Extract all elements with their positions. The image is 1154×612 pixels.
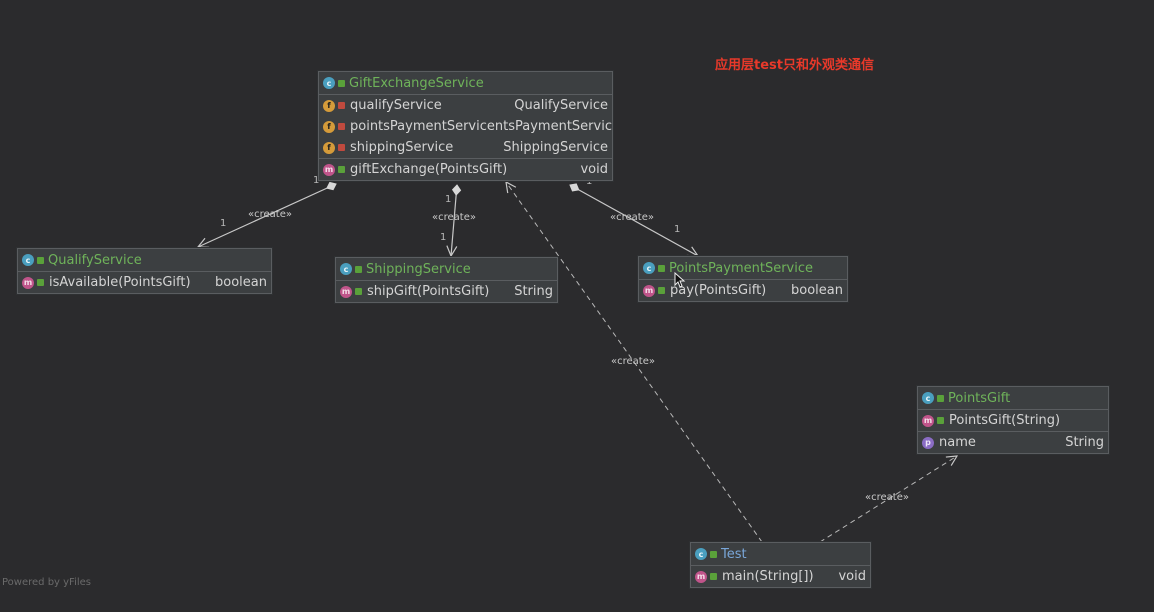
property-type: String <box>1065 435 1104 450</box>
public-visibility-icon <box>355 265 362 273</box>
public-visibility-icon <box>338 79 345 87</box>
class-icon: c <box>695 548 707 560</box>
method-icon: m <box>22 276 34 289</box>
method-row[interactable]: m shipGift(PointsGift) String <box>336 281 557 302</box>
class-icon: c <box>323 77 335 89</box>
constructor-name: PointsGift(String) <box>949 413 1061 428</box>
multiplicity-label: 1 <box>674 224 681 235</box>
method-icon: m <box>340 285 352 298</box>
method-return-type: String <box>514 284 553 299</box>
private-visibility-icon <box>338 144 345 151</box>
method-return-type: boolean <box>791 283 843 298</box>
multiplicity-label: 1 <box>313 175 320 186</box>
create-label-qualify: «create» <box>248 209 292 220</box>
field-type: ShippingService <box>503 140 608 155</box>
class-points-payment-service[interactable]: c PointsPaymentService m pay(PointsGift)… <box>638 256 848 302</box>
class-icon: c <box>22 254 34 266</box>
field-icon: f <box>323 141 335 154</box>
class-header[interactable]: c Test <box>691 543 870 566</box>
public-visibility-icon <box>37 279 44 286</box>
class-shipping-service[interactable]: c ShippingService m shipGift(PointsGift)… <box>335 257 558 303</box>
method-name: shipGift(PointsGift) <box>367 284 490 299</box>
public-visibility-icon <box>937 417 944 424</box>
method-icon: m <box>643 284 655 297</box>
private-visibility-icon <box>338 123 345 130</box>
method-icon: m <box>922 414 934 427</box>
create-label-test-gift-exchange: «create» <box>611 356 655 367</box>
field-name: qualifyService <box>350 98 442 113</box>
public-visibility-icon <box>355 288 362 295</box>
create-label-shipping: «create» <box>432 212 476 223</box>
class-qualify-service[interactable]: c QualifyService m isAvailable(PointsGif… <box>17 248 272 294</box>
public-visibility-icon <box>710 550 717 558</box>
property-row[interactable]: p name String <box>918 431 1108 453</box>
class-header[interactable]: c ShippingService <box>336 258 557 281</box>
class-name: Test <box>721 546 747 562</box>
multiplicity-label: 1 <box>586 176 593 187</box>
annotation-note: 应用层test只和外观类通信 <box>715 58 874 73</box>
edge-shipping-service <box>451 185 457 256</box>
multiplicity-label: 1 <box>440 232 447 243</box>
class-test[interactable]: c Test m main(String[]) void <box>690 542 871 588</box>
field-icon: f <box>323 120 335 133</box>
method-return-type: void <box>838 569 866 584</box>
method-icon: m <box>695 570 707 583</box>
method-return-type: void <box>580 162 608 177</box>
field-type: QualifyService <box>514 98 608 113</box>
public-visibility-icon <box>37 256 44 264</box>
class-gift-exchange-service[interactable]: c GiftExchangeService f qualifyService Q… <box>318 71 613 181</box>
class-header[interactable]: c PointsGift <box>918 387 1108 410</box>
field-name: shippingService <box>350 140 454 155</box>
create-label-test-points-gift: «create» <box>865 492 909 503</box>
class-header[interactable]: c PointsPaymentService <box>639 257 847 280</box>
class-name: QualifyService <box>48 252 142 268</box>
private-visibility-icon <box>338 102 345 109</box>
multiplicity-label: 1 <box>220 218 227 229</box>
class-icon: c <box>922 392 934 404</box>
method-row[interactable]: m isAvailable(PointsGift) boolean <box>18 272 271 293</box>
class-name: ShippingService <box>366 261 471 277</box>
field-row[interactable]: f pointsPaymentService ntsPaymentService <box>319 116 612 137</box>
public-visibility-icon <box>937 394 944 402</box>
method-name: giftExchange(PointsGift) <box>350 162 508 177</box>
property-icon: p <box>922 436 934 449</box>
class-points-gift[interactable]: c PointsGift m PointsGift(String) p name… <box>917 386 1109 454</box>
method-name: isAvailable(PointsGift) <box>49 275 191 290</box>
field-name: pointsPaymentService <box>350 119 495 134</box>
class-header[interactable]: c QualifyService <box>18 249 271 272</box>
method-name: pay(PointsGift) <box>670 283 767 298</box>
property-name: name <box>939 435 976 450</box>
method-name: main(String[]) <box>722 569 814 584</box>
class-name: GiftExchangeService <box>349 75 484 91</box>
method-icon: m <box>323 163 335 176</box>
public-visibility-icon <box>658 264 665 272</box>
mouse-cursor-icon <box>674 272 686 288</box>
field-type: ntsPaymentService <box>494 119 612 134</box>
class-icon: c <box>340 263 352 275</box>
field-row[interactable]: f shippingService ShippingService <box>319 137 612 158</box>
edge-test-to-gift-exchange <box>506 182 763 543</box>
method-row[interactable]: m giftExchange(PointsGift) void <box>319 158 612 180</box>
public-visibility-icon <box>338 166 345 173</box>
class-name: PointsPaymentService <box>669 260 814 276</box>
class-header[interactable]: c GiftExchangeService <box>319 72 612 95</box>
constructor-row[interactable]: m PointsGift(String) <box>918 410 1108 431</box>
edge-qualify-service <box>198 184 336 247</box>
public-visibility-icon <box>658 287 665 294</box>
class-name: PointsGift <box>948 390 1011 406</box>
class-icon: c <box>643 262 655 274</box>
field-icon: f <box>323 99 335 112</box>
method-row[interactable]: m pay(PointsGift) boolean <box>639 280 847 301</box>
method-return-type: boolean <box>215 275 267 290</box>
method-row[interactable]: m main(String[]) void <box>691 566 870 587</box>
field-row[interactable]: f qualifyService QualifyService <box>319 95 612 116</box>
edge-points-payment-service <box>570 185 698 256</box>
public-visibility-icon <box>710 573 717 580</box>
multiplicity-label: 1 <box>445 194 452 205</box>
create-label-payment: «create» <box>610 212 654 223</box>
watermark: Powered by yFiles <box>2 577 91 588</box>
